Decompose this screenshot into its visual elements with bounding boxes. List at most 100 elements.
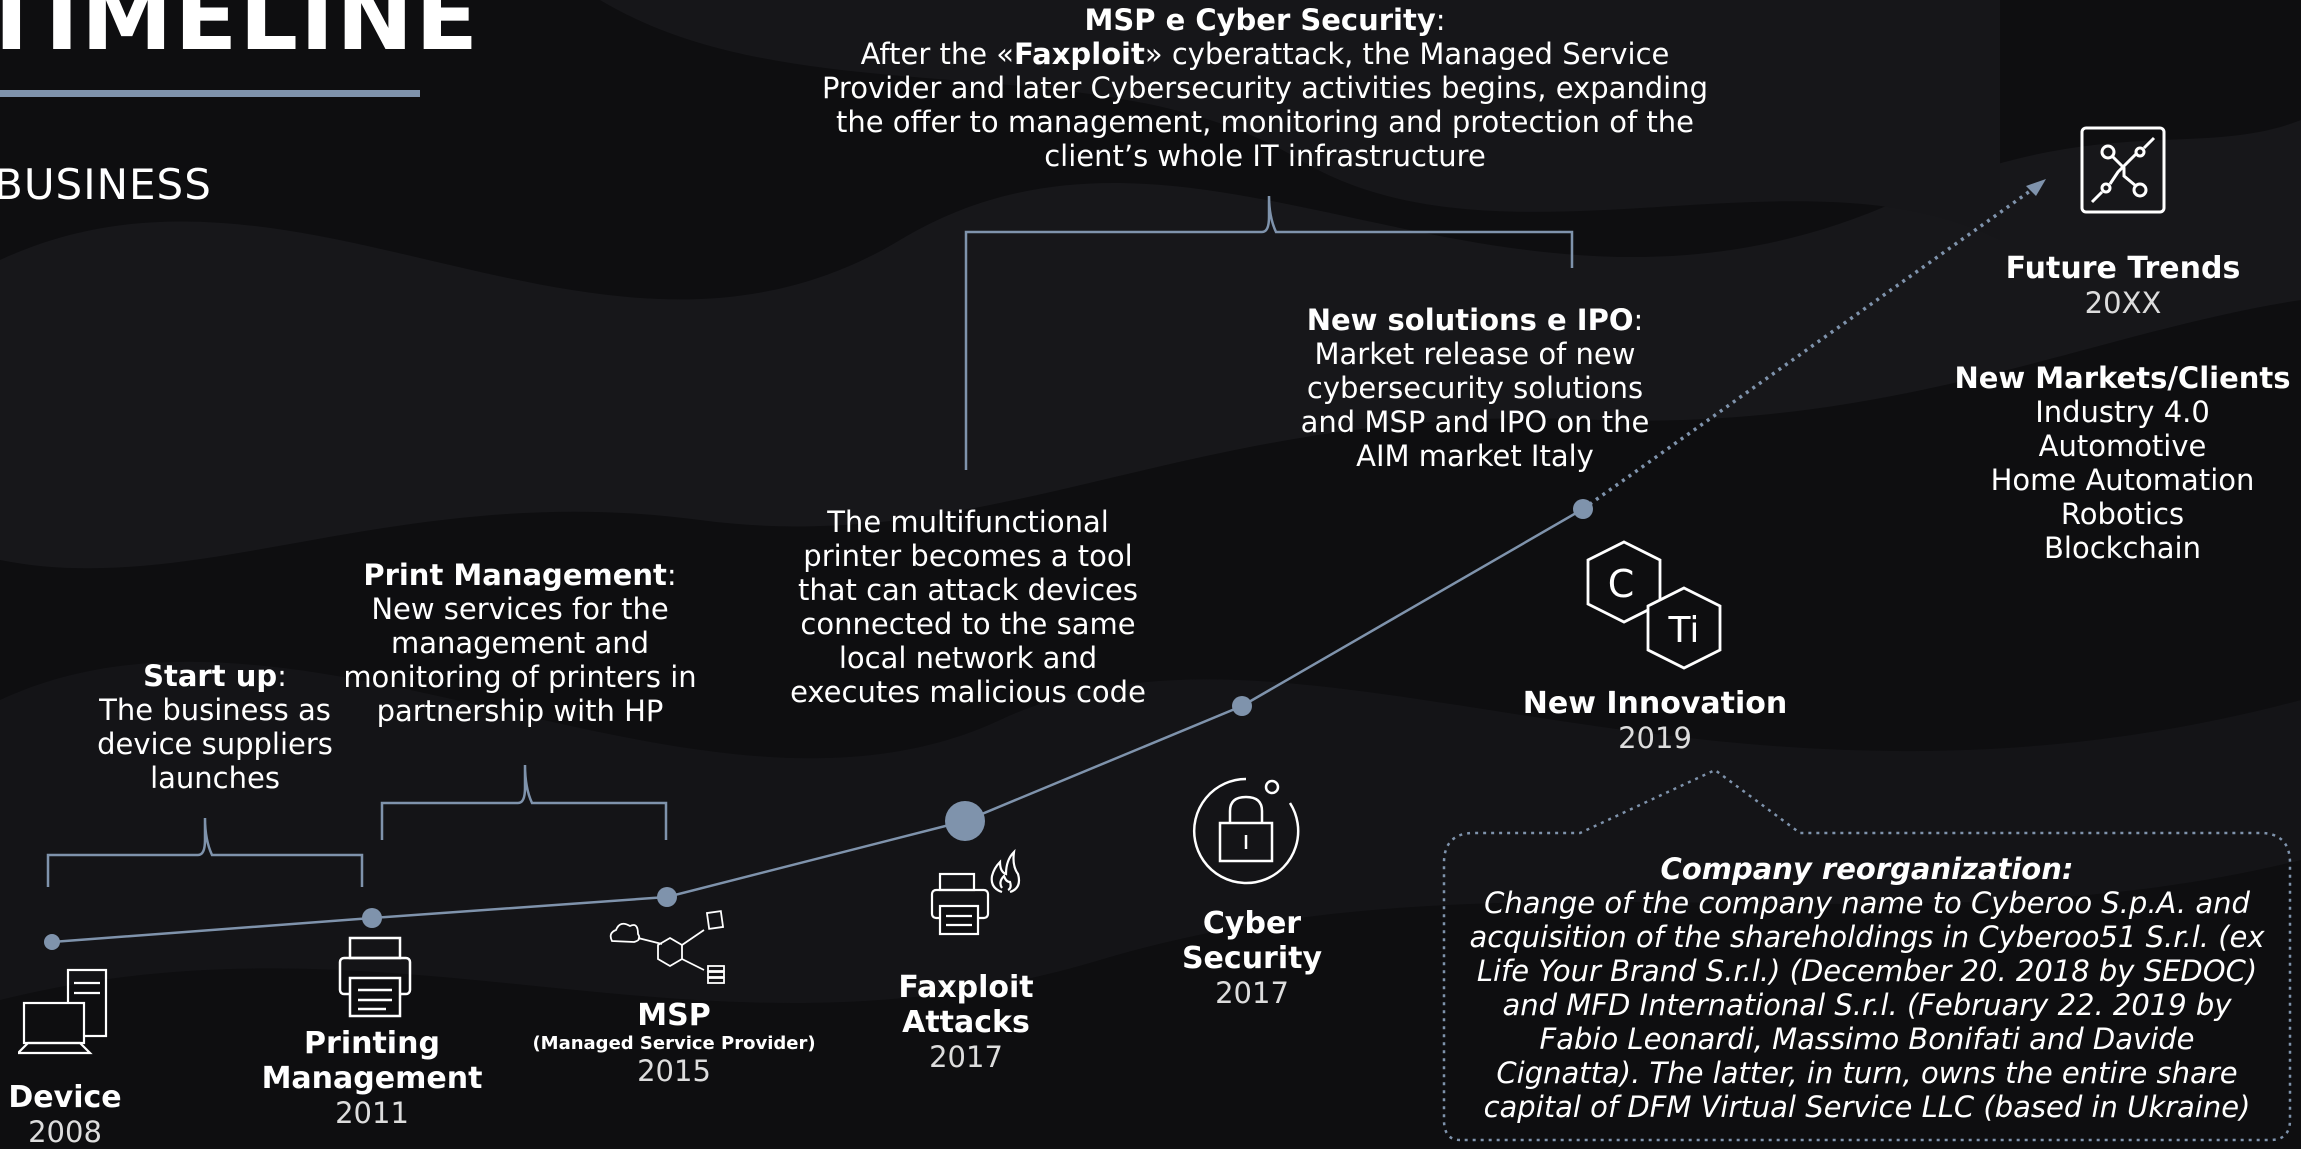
desc-startup-colon: : [277, 659, 287, 693]
timeline-dot [945, 801, 985, 841]
milestone-printing-label-1: Printing [304, 1026, 440, 1061]
desc-new-markets: New Markets/Clients Industry 4.0 Automot… [1950, 361, 2295, 565]
timeline-dot [1573, 499, 1593, 519]
desc-reorganization: Company reorganization: Change of the co… [1450, 852, 2284, 1124]
computer-icon [18, 968, 108, 1055]
timeline-dot [657, 887, 677, 907]
timeline-dot [44, 934, 60, 950]
desc-new-markets-title: New Markets/Clients [1954, 361, 2291, 395]
milestone-faxploit: Faxploit Attacks 2017 [866, 970, 1066, 1074]
milestone-cyber-year: 2017 [1215, 976, 1289, 1010]
milestone-cyber-label-2: Security [1181, 941, 1323, 976]
bracket-msp-cyber [964, 195, 1574, 470]
desc-startup-line: The business as [99, 693, 331, 727]
milestone-innovation-year: 2019 [1618, 721, 1692, 755]
printer-fire-icon [930, 848, 1021, 936]
desc-reorganization-line: and MFD International S.r.l. (February 2… [1502, 988, 2232, 1022]
desc-print-management-line: New services for the [371, 592, 669, 626]
desc-printer-tool-line: connected to the same [800, 607, 1136, 641]
printer-icon [338, 936, 412, 1018]
desc-new-solutions-colon: : [1633, 303, 1644, 337]
market-item: Blockchain [2044, 531, 2201, 565]
milestone-future: Future Trends 20XX [1968, 251, 2278, 320]
milestone-innovation: New Innovation 2019 [1500, 686, 1810, 755]
desc-new-solutions-line: AIM market Italy [1356, 439, 1594, 473]
desc-print-management-colon: : [666, 558, 677, 592]
milestone-msp: MSP (Managed Service Provider) 2015 [524, 998, 824, 1088]
desc-print-management: Print Management: New services for the m… [330, 558, 710, 728]
page-title: TIMELINE [0, 0, 481, 71]
title-underline [0, 90, 420, 97]
milestone-future-label: Future Trends [2005, 251, 2241, 286]
desc-startup-line: device suppliers [97, 727, 333, 761]
desc-printer-tool-line: local network and [838, 641, 1098, 675]
market-item: Industry 4.0 [2035, 395, 2210, 429]
desc-startup: Start up: The business as device supplie… [60, 659, 370, 795]
milestone-printing-year: 2011 [335, 1096, 409, 1130]
desc-reorganization-line: Cignatta). The latter, in turn, owns the… [1496, 1056, 2238, 1090]
milestone-faxploit-label-1: Faxploit [898, 970, 1034, 1005]
logo-letter-c: C [1608, 562, 1635, 606]
milestone-cyber: Cyber Security 2017 [1152, 906, 1352, 1010]
future-arrow-head [2026, 179, 2046, 196]
desc-printer-tool-line: executes malicious code [790, 675, 1146, 709]
desc-msp-cyber-faxploit: Faxploit [1014, 37, 1145, 71]
desc-reorganization-title: Company reorganization: [1660, 852, 2074, 886]
market-item: Home Automation [1990, 463, 2255, 497]
desc-new-solutions: New solutions e IPO: Market release of n… [1270, 303, 1680, 473]
desc-new-solutions-line: cybersecurity solutions [1306, 371, 1644, 405]
page-subtitle: BUSINESS [0, 160, 212, 209]
milestone-cyber-label-1: Cyber [1202, 906, 1302, 941]
circuit-icon [2080, 126, 2166, 214]
desc-printer-tool-line: The multifunctional [827, 505, 1109, 539]
milestone-printing-label-2: Management [261, 1061, 483, 1096]
ctl-hexagon-logo: C Ti [1586, 540, 1722, 670]
desc-new-solutions-line: and MSP and IPO on the [1300, 405, 1650, 439]
milestone-msp-note: (Managed Service Provider) [532, 1033, 816, 1054]
desc-printer-tool-line: that can attack devices [797, 573, 1139, 607]
milestone-faxploit-year: 2017 [929, 1040, 1003, 1074]
desc-msp-cyber-line: Provider and later Cybersecurity activit… [821, 71, 1709, 105]
desc-new-solutions-line: Market release of new [1314, 337, 1636, 371]
lock-icon [1192, 777, 1300, 885]
bracket-startup [46, 817, 364, 887]
future-trend-dotted-line [1581, 182, 2042, 511]
desc-reorganization-line: capital of DFM Virtual Service LLC (base… [1483, 1090, 2251, 1124]
desc-printer-tool: The multifunctional printer becomes a to… [778, 505, 1158, 709]
desc-reorganization-line: acquisition of the shareholdings in Cybe… [1469, 920, 2265, 954]
desc-reorganization-line: Fabio Leonardi, Massimo Bonifati and Dav… [1539, 1022, 2195, 1056]
market-item: Robotics [2060, 497, 2185, 531]
desc-msp-cyber-line1-pre: After the « [860, 37, 1015, 71]
milestone-msp-label: MSP [637, 998, 711, 1033]
desc-print-management-title: Print Management [363, 558, 667, 592]
desc-startup-title: Start up [143, 659, 278, 693]
desc-new-solutions-title: New solutions e IPO [1306, 303, 1634, 337]
milestone-device-year: 2008 [28, 1115, 102, 1149]
desc-msp-cyber-colon: : [1435, 3, 1446, 37]
desc-print-management-line: partnership with HP [376, 694, 664, 728]
bracket-print-management [380, 764, 668, 840]
desc-startup-line: launches [150, 761, 280, 795]
desc-msp-cyber-line: client’s whole IT infrastructure [1044, 139, 1486, 173]
desc-reorganization-line: Change of the company name to Cyberoo S.… [1484, 886, 2250, 920]
logo-letter-ti: Ti [1668, 610, 1700, 651]
desc-msp-cyber-title: MSP e Cyber Security [1084, 3, 1436, 37]
milestone-device: Device 2008 [0, 1080, 130, 1149]
milestone-device-label: Device [8, 1080, 122, 1115]
milestone-printing: Printing Management 2011 [252, 1026, 492, 1130]
desc-print-management-line: monitoring of printers in [343, 660, 697, 694]
desc-msp-cyber: MSP e Cyber Security: After the «Faxploi… [815, 3, 1715, 173]
timeline-dot [362, 908, 382, 928]
milestone-innovation-label: New Innovation [1522, 686, 1788, 721]
milestone-msp-year: 2015 [637, 1054, 711, 1088]
milestone-faxploit-label-2: Attacks [902, 1005, 1030, 1040]
network-icon [609, 910, 725, 984]
desc-msp-cyber-line1-post: » cyberattack, the Managed Service [1144, 37, 1670, 71]
desc-printer-tool-line: printer becomes a tool [803, 539, 1133, 573]
reorg-callout-border [1442, 768, 2292, 1142]
desc-print-management-line: management and [390, 626, 650, 660]
timeline-line [51, 507, 1584, 944]
milestone-future-year: 20XX [2084, 286, 2162, 320]
